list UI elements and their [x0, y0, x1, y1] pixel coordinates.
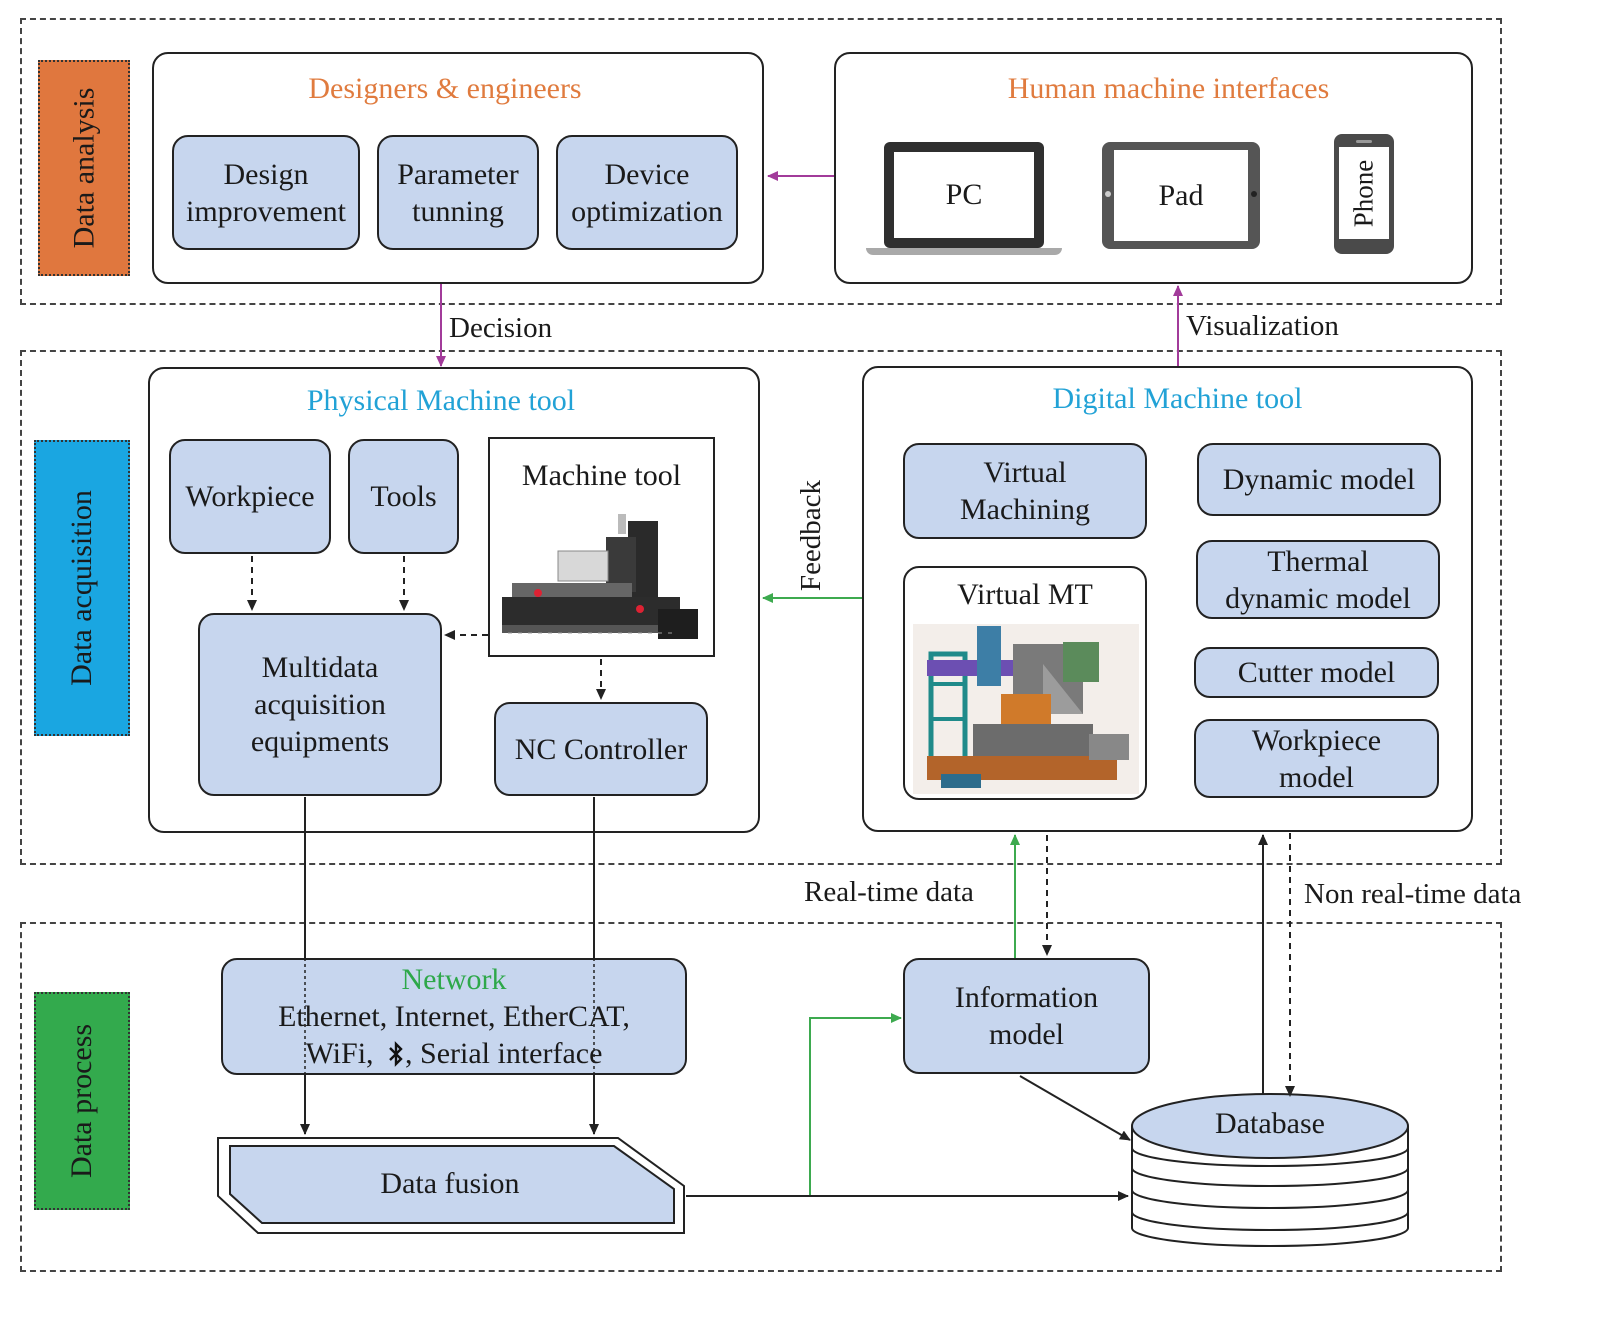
- digital-title: Digital Machine tool: [1052, 382, 1303, 415]
- workpiece-model-box: Workpiece model: [1194, 719, 1439, 798]
- layer-data-analysis: [20, 18, 1502, 305]
- data-analysis-label: Data analysis: [38, 60, 130, 276]
- pad-icon: Pad: [1102, 142, 1260, 249]
- network-wifi-text: WiFi,: [305, 1037, 374, 1070]
- data-process-label: Data process: [34, 992, 130, 1210]
- database-label: Database: [1215, 1107, 1325, 1140]
- decision-label: Decision: [449, 312, 553, 344]
- database-shape: [1131, 1093, 1409, 1247]
- parameter-tunning-box: Parameter tunning: [377, 135, 539, 250]
- network-title: Network: [401, 963, 507, 996]
- thermal-dynamic-model-box: Thermal dynamic model: [1196, 540, 1440, 619]
- machine-tool-frame: Machine tool: [488, 437, 715, 657]
- network-serial-text: , Serial interface: [405, 1037, 603, 1070]
- virtual-mt-image: [913, 624, 1139, 794]
- pc-label: PC: [894, 152, 1034, 238]
- pad-label: Pad: [1114, 150, 1248, 241]
- network-line-2: WiFi, , Serial interface: [306, 1035, 603, 1072]
- data-acquisition-label: Data acquisition: [34, 440, 130, 736]
- cutter-model-box: Cutter model: [1194, 647, 1439, 698]
- design-improvement-box: Design improvement: [172, 135, 360, 250]
- information-model-box: Information model: [903, 958, 1150, 1074]
- data-fusion-label: Data fusion: [380, 1167, 520, 1200]
- multidata-acquisition-box: Multidata acquisition equipments: [198, 613, 442, 796]
- virtual-mt-frame: Virtual MT: [903, 566, 1147, 800]
- dynamic-model-box: Dynamic model: [1197, 443, 1441, 516]
- realtime-data-label: Real-time data: [804, 876, 974, 908]
- layer-data-acquisition: [20, 350, 1502, 865]
- virtual-mt-label: Virtual MT: [957, 578, 1093, 611]
- network-line-1: Ethernet, Internet, EtherCAT,: [278, 1000, 630, 1033]
- machine-tool-image: [502, 514, 698, 639]
- information-to-database-arrow: [1019, 1075, 1131, 1141]
- fusion-to-information-arrow: [809, 1013, 902, 1196]
- virtual-machining-box: Virtual Machining: [903, 443, 1147, 539]
- machine-tool-label: Machine tool: [521, 459, 682, 492]
- workpiece-box: Workpiece: [169, 439, 331, 554]
- pc-icon: PC: [866, 142, 1062, 256]
- phone-icon: Phone: [1334, 134, 1394, 254]
- data-fusion-shape: [217, 1137, 685, 1234]
- network-box: Network Ethernet, Internet, EtherCAT, Wi…: [221, 958, 687, 1075]
- physical-title: Physical Machine tool: [306, 384, 576, 417]
- visualization-label: Visualization: [1186, 310, 1339, 342]
- device-optimization-box: Device optimization: [556, 135, 738, 250]
- nc-controller-box: NC Controller: [494, 702, 708, 796]
- hmi-title: Human machine interfaces: [1007, 72, 1330, 105]
- nonrealtime-data-label: Non real-time data: [1304, 878, 1522, 910]
- layer-data-process: [20, 922, 1502, 1272]
- designers-title: Designers & engineers: [308, 72, 582, 105]
- bluetooth-icon: [389, 1041, 403, 1067]
- tools-box: Tools: [348, 439, 459, 554]
